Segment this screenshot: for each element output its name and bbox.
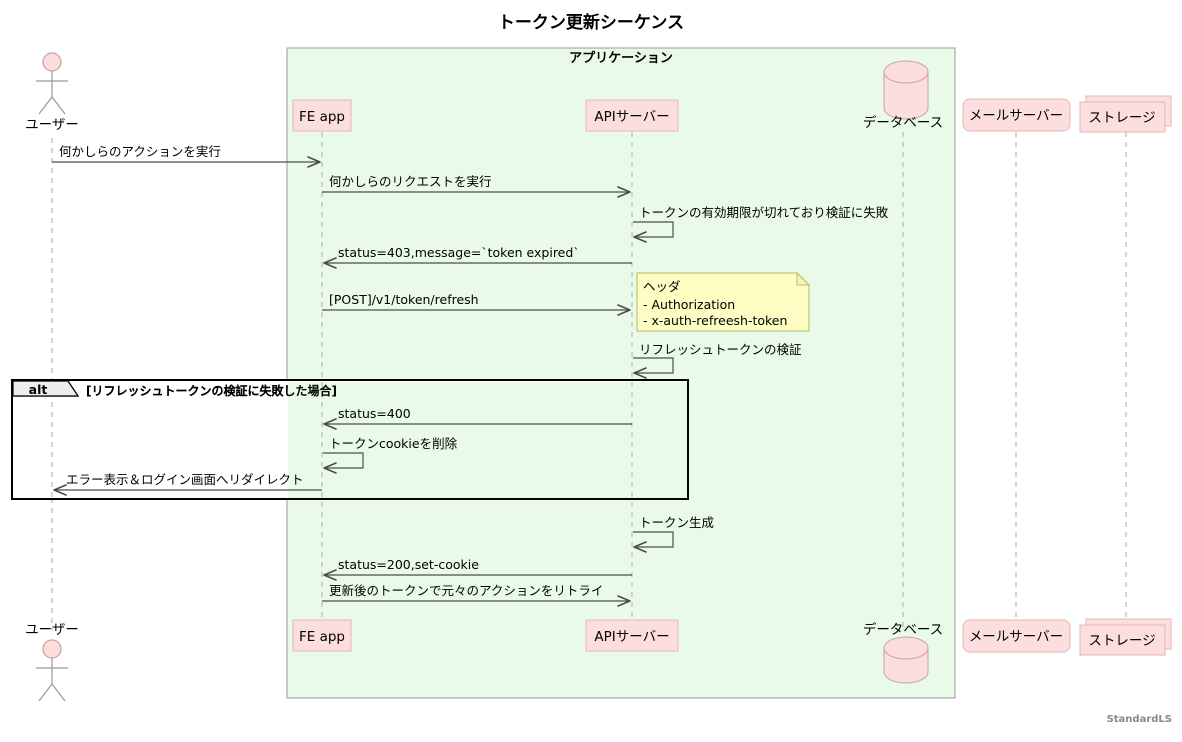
participant-label-database-top: データベース	[863, 114, 943, 131]
participant-mail-server-bottom[interactable]: メールサーバー	[962, 619, 1071, 653]
participant-storage-bottom[interactable]: ストレージ	[1079, 618, 1172, 656]
participant-label-storage-bottom: ストレージ	[1088, 633, 1155, 649]
participant-box-storage-bottom-front	[1079, 624, 1166, 656]
message-label-4: status=403,message=`token expired`	[338, 245, 580, 260]
fragment-alt-condition: [リフレッシュトークンの検証に失敗した場合]	[86, 383, 337, 398]
message-4: status=403,message=`token expired`	[323, 245, 632, 269]
database-cylinder-icon-bottom	[883, 636, 929, 684]
message-label-9: エラー表示＆ログイン画面へリダイレクト	[66, 472, 304, 487]
actor-head-icon	[42, 52, 62, 72]
participant-label-mail-server-bottom: メールサーバー	[969, 629, 1063, 645]
message-label-5: [POST]/v1/token/refresh	[329, 292, 479, 307]
message-label-11: status=200,set-cookie	[338, 557, 479, 572]
message-12: 更新後のトークンで元々のアクションをリトライ	[322, 583, 631, 607]
message-label-12: 更新後のトークンで元々のアクションをリトライ	[329, 583, 603, 598]
note-headers: ヘッダ - Authorization - x-auth-refreesh-to…	[636, 271, 811, 332]
message-label-1: 何かしらのアクションを実行	[59, 144, 221, 159]
fragment-group-overlap	[288, 382, 687, 498]
note-line-1: ヘッダ	[643, 279, 681, 294]
participant-api-server-top[interactable]: APIサーバー	[585, 99, 679, 132]
actor-user-top[interactable]: ユーザー	[25, 52, 79, 133]
participant-label-storage-top: ストレージ	[1088, 110, 1155, 126]
message-7: status=400	[323, 406, 632, 430]
message-label-2: 何かしらのリクエストを実行	[329, 174, 492, 189]
fragment-alt-tab-top	[12, 380, 80, 397]
participant-box-mail-server-bottom	[962, 619, 1071, 653]
message-2: 何かしらのリクエストを実行	[322, 174, 631, 198]
note-line-3: - x-auth-refreesh-token	[643, 313, 787, 328]
participant-label-fe-app-top: FE app	[299, 109, 345, 125]
message-label-3: トークンの有効期限が切れており検証に失敗	[639, 205, 889, 220]
participant-storage-top[interactable]: ストレージ	[1079, 95, 1172, 133]
footer-watermark: StandardLS	[1107, 714, 1172, 725]
fragment-alt-tag-label-top: alt	[29, 382, 48, 397]
participant-fe-app-top[interactable]: FE app	[292, 99, 352, 132]
group-box-label: アプリケーション	[569, 51, 673, 66]
message-8-self: トークンcookieを削除	[323, 436, 458, 474]
message-9: エラー表示＆ログイン画面へリダイレクト	[53, 472, 322, 496]
message-6-self: リフレッシュトークンの検証	[633, 342, 802, 379]
message-11: status=200,set-cookie	[323, 557, 632, 581]
actor-label-user-top: ユーザー	[25, 117, 79, 133]
page-title: トークン更新シーケンス	[498, 12, 684, 33]
participant-label-fe-app-bottom: FE app	[299, 629, 345, 645]
participant-box-api-server-bottom	[585, 619, 679, 652]
fragment-alt-condition-top: [リフレッシュトークンの検証に失敗した場合]	[86, 383, 337, 398]
message-label-10: トークン生成	[639, 515, 714, 530]
participant-label-api-server-bottom: APIサーバー	[594, 629, 669, 645]
participant-box-storage-top-front	[1079, 101, 1166, 133]
participant-label-database-bottom: データベース	[863, 621, 943, 638]
note-line-2: - Authorization	[643, 297, 735, 312]
message-5: [POST]/v1/token/refresh	[322, 292, 631, 316]
participant-label-api-server-top: APIサーバー	[594, 109, 669, 125]
actor-head-icon-bottom	[42, 639, 62, 659]
group-box-application	[286, 47, 956, 699]
fragment-alt-border-top	[11, 379, 689, 500]
participant-box-mail-server-top	[962, 98, 1071, 132]
participant-fe-app-bottom[interactable]: FE app	[292, 619, 352, 652]
message-1: 何かしらのアクションを実行	[52, 144, 321, 168]
participant-database-top[interactable]: データベース	[863, 60, 943, 131]
message-10-self: トークン生成	[633, 515, 714, 553]
participant-api-server-bottom[interactable]: APIサーバー	[585, 619, 679, 652]
message-label-6: リフレッシュトークンの検証	[639, 342, 802, 357]
participant-mail-server-top[interactable]: メールサーバー	[962, 98, 1071, 132]
database-cylinder-icon	[883, 60, 929, 120]
message-label-8: トークンcookieを削除	[329, 436, 458, 451]
actor-label-user-bottom: ユーザー	[25, 622, 79, 638]
participant-box-fe-app-bottom	[292, 619, 352, 652]
message-3-self: トークンの有効期限が切れており検証に失敗	[633, 205, 889, 243]
participant-label-mail-server-top: メールサーバー	[969, 108, 1063, 124]
participant-box-api-server-top	[585, 99, 679, 132]
message-label-7: status=400	[338, 406, 411, 421]
participant-box-fe-app-top	[292, 99, 352, 132]
participant-database-bottom[interactable]: データベース	[863, 621, 943, 684]
actor-user-bottom[interactable]: ユーザー	[25, 622, 79, 702]
